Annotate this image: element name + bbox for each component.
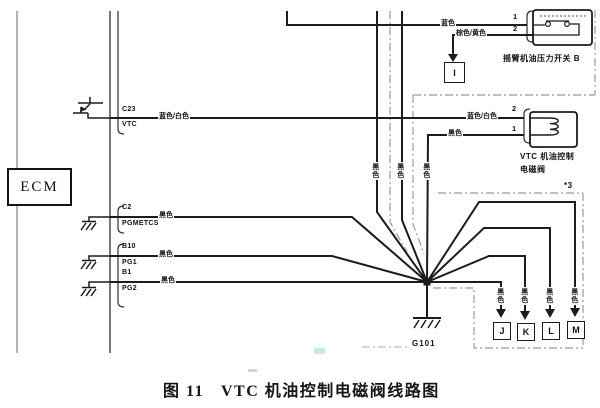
boundary-left [389, 11, 408, 253]
pin-name-c23: C23 [122, 106, 136, 113]
wire-ground-l [426, 227, 551, 309]
wire-harness-black-2 [401, 11, 428, 283]
boundary-mid [412, 95, 425, 255]
wire-label-ground-j: 黑色 [496, 287, 504, 305]
connector-box-i: I [444, 62, 465, 83]
wire-label-vertical-black-1: 黑色 [371, 162, 379, 180]
ground-junction-dot [423, 278, 431, 286]
wire-label-c2-black: 黑色 [158, 212, 174, 221]
wire-label-blue-white-1: 蓝色/白色 [158, 113, 190, 122]
ground-point-label: G101 [412, 339, 436, 348]
pin-signal-pg1: PG1 [122, 259, 137, 266]
wire-ground-k [426, 255, 526, 311]
wire-label-vertical-black-3: 黑色 [422, 162, 430, 180]
pressure-switch-name: 摇臂机油压力开关 B [503, 54, 580, 63]
bracket-solenoid [523, 108, 531, 144]
arrow-to-connector-i [448, 54, 458, 62]
pin-signal-pgmetcs: PGMETCS [122, 220, 159, 227]
pin-signal-pg2: PG2 [122, 285, 137, 292]
wire-label-ground-l: 黑色 [545, 287, 553, 305]
wire-label-switch-brown-yellow: 棕色/黄色 [455, 30, 487, 39]
connector-box-l: L [542, 322, 560, 340]
caption-figure-number: 图 11 [163, 383, 205, 400]
caption-title: VTC 机油控制电磁阀线路图 [221, 383, 440, 400]
c23-internal-symbol [73, 97, 110, 119]
pin-signal-vtc: VTC [122, 121, 137, 128]
connector-brackets [117, 10, 534, 308]
switch-terminal-left [544, 21, 551, 28]
arrowheads [448, 54, 580, 320]
switch-contacts [533, 20, 580, 36]
wire-c2-black [110, 216, 428, 283]
wire-label-ground-k: 黑色 [520, 287, 528, 305]
wire-b10-black [110, 255, 428, 283]
watermark-artifact-teal [313, 347, 326, 355]
wire-switch-blue [286, 11, 527, 26]
chassis-ground-b1 [80, 281, 110, 297]
connector-box-j: J [493, 322, 511, 340]
bracket-c23 [117, 11, 125, 135]
scan-artifact-gray [248, 369, 257, 372]
connector-box-k: K [517, 323, 535, 341]
ecm-ground-symbols [73, 97, 110, 297]
bracket-pg [117, 243, 125, 308]
arrow-to-connector-m [570, 308, 580, 317]
arrow-to-connector-j [496, 309, 506, 318]
arrow-to-connector-k [520, 311, 530, 320]
switch-terminal-right [563, 21, 570, 28]
switch-pin1-number: 1 [513, 12, 518, 21]
wire-label-solenoid-black: 黑色 [447, 130, 463, 139]
wire-label-switch-blue: 蓝色 [440, 20, 456, 29]
wire-ground-j [427, 281, 502, 309]
g101-ground-symbol [413, 317, 441, 329]
wire-label-ground-m: 黑色 [570, 287, 578, 305]
wire-solenoid-black [426, 134, 524, 283]
solenoid-name-line1: VTC 机油控制 [520, 152, 575, 161]
wire-harness-black-1 [376, 11, 428, 283]
wire-label-blue-white-2: 蓝色/白色 [466, 113, 498, 122]
solenoid-coil [530, 117, 559, 136]
ecm-label: ECM [20, 178, 59, 195]
wire-label-vertical-black-2: 黑色 [396, 162, 404, 180]
solenoid-pin1-number: 1 [512, 124, 517, 133]
bracket-c2 [117, 205, 125, 234]
wire-switch-brown-yellow [452, 34, 533, 54]
pin-name-c2: C2 [122, 204, 132, 211]
wire-label-b10-black: 黑色 [158, 251, 174, 260]
pin-name-b10: B10 [122, 243, 136, 250]
chassis-ground-c2 [80, 216, 110, 231]
pin-name-b1: B1 [122, 269, 132, 276]
connector-box-m: M [567, 321, 585, 339]
ecm-block: ECM [7, 168, 72, 206]
switch-pin2-number: 2 [513, 24, 518, 33]
solenoid-name-line2: 电磁阀 [520, 165, 546, 174]
vtc-solenoid-symbol [529, 111, 578, 148]
arrow-to-connector-l [545, 309, 555, 318]
solenoid-pin2-number: 2 [512, 104, 517, 113]
boundary-top-right [413, 10, 596, 96]
oil-pressure-switch-symbol [532, 9, 593, 46]
wire-ground-m [426, 201, 576, 308]
wire-label-b1-black: 黑色 [160, 277, 176, 286]
chassis-ground-b10 [80, 255, 110, 270]
footnote-marker: *3 [564, 181, 573, 190]
bracket-switch [526, 10, 534, 43]
boundary-ground-box [433, 287, 583, 349]
c23-symbol-arrowhead [80, 106, 87, 112]
